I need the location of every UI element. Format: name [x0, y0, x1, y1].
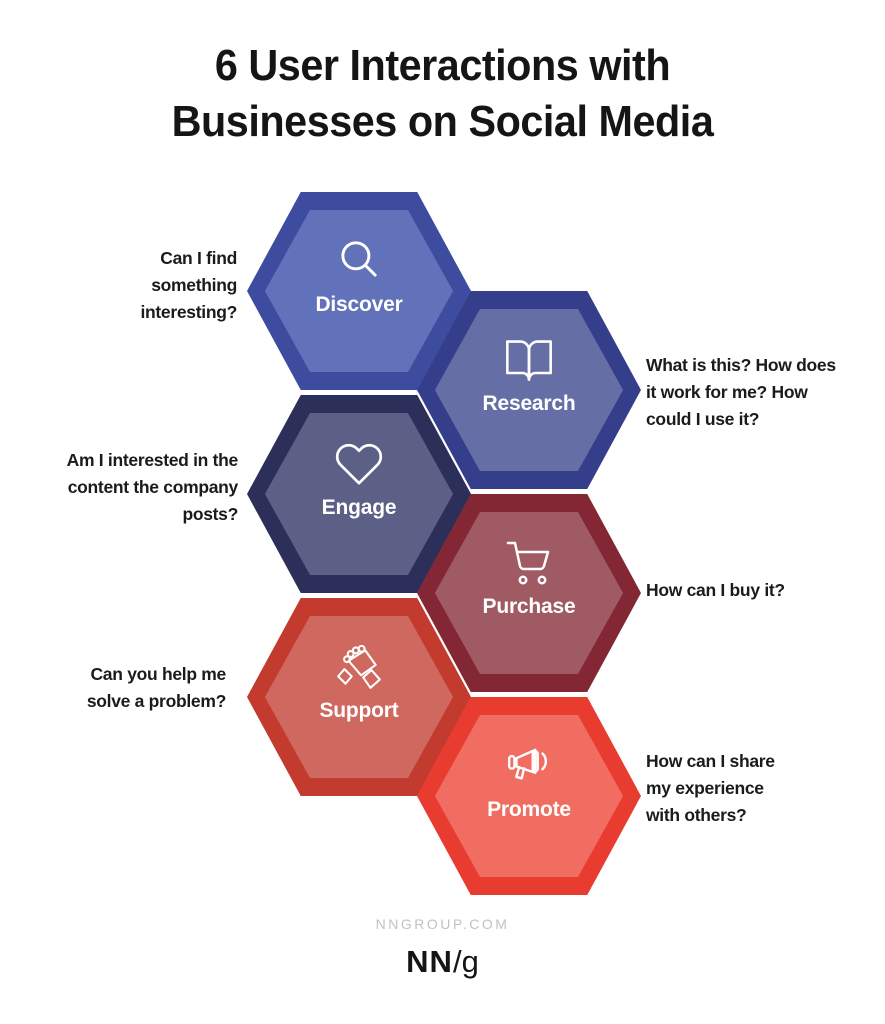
hexagon-research-label: Research: [482, 392, 576, 415]
title-line-2: Businesses on Social Media: [171, 97, 714, 146]
hexagon-promote-content: Promote: [417, 697, 641, 895]
magnifier-icon: [334, 234, 384, 288]
heart-icon: [334, 437, 384, 491]
hexagon-engage-inner: [264, 412, 454, 576]
nng-logo-slash-g: /g: [452, 944, 479, 979]
hexagon-engage-label: Engage: [321, 496, 397, 519]
open-book-icon: [503, 333, 555, 387]
hexagon-promote: Promote: [417, 697, 641, 895]
question-engage: Am I interested in the content the compa…: [66, 450, 239, 524]
hexagon-support: Support: [247, 598, 471, 796]
hexagon-engage: Engage: [247, 395, 471, 593]
hexagon-support-content: Support: [247, 598, 471, 796]
hexagon-discover-content: Discover: [247, 192, 471, 390]
hexagon-purchase: Purchase: [417, 494, 641, 692]
nng-logo-nn: NN: [406, 944, 453, 979]
question-promote: How can I share my experience with other…: [646, 751, 775, 825]
nng-logo: NN/g: [0, 944, 885, 980]
hexagon-support-inner: [264, 615, 454, 779]
hexagon-promote-inner: [434, 714, 624, 878]
question-purchase: How can I buy it?: [646, 580, 785, 600]
title-line-1: 6 User Interactions with: [214, 41, 671, 90]
hexagon-discover-inner: [264, 209, 454, 373]
hexagon-purchase-content: Purchase: [417, 494, 641, 692]
hexagon-purchase-label: Purchase: [482, 595, 576, 618]
shopping-cart-icon: [505, 536, 553, 590]
hexagon-promote-label: Promote: [487, 798, 571, 821]
handshake-icon: [334, 640, 384, 694]
website-url: NNGROUP.COM: [375, 916, 510, 932]
question-research: What is this? How does it work for me? H…: [646, 355, 836, 429]
megaphone-icon: [504, 739, 554, 793]
hexagon-discover: Discover: [247, 192, 471, 390]
hexagon-research-inner: [434, 308, 624, 472]
hexagon-purchase-inner: [434, 511, 624, 675]
hexagon-discover-label: Discover: [315, 293, 403, 316]
hexagon-research: Research: [417, 291, 641, 489]
question-support: Can you help me solve a problem?: [86, 664, 226, 711]
question-discover: Can I find something interesting?: [140, 248, 237, 322]
hexagon-engage-content: Engage: [247, 395, 471, 593]
hexagon-support-label: Support: [319, 699, 399, 722]
hexagon-research-content: Research: [417, 291, 641, 489]
